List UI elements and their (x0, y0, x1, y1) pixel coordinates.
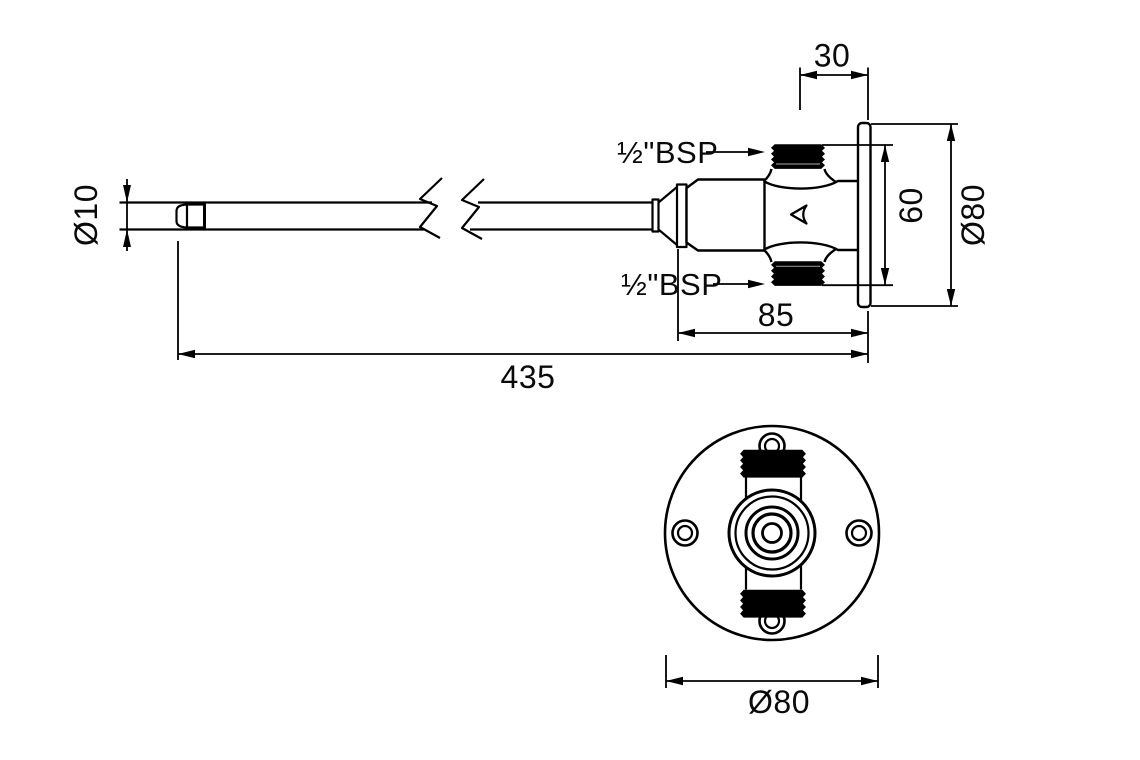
side-view: Ø10 30 60 Ø80 85 435 ½"BSP ½"BSP (68, 38, 991, 396)
valve-body (762, 168, 858, 263)
operating-rod (119, 177, 653, 240)
port-span-label: 60 (893, 187, 929, 224)
plan-bottom-threaded-port (740, 589, 806, 618)
bottom-thread-label: ½"BSP (621, 267, 722, 302)
plan-view: Ø80 (663, 424, 881, 720)
valve-body-assembly (651, 121, 872, 309)
rod-diameter-label: Ø10 (68, 184, 104, 246)
side-view-dimensions (123, 67, 958, 363)
bonnet (685, 178, 766, 252)
top-threaded-port (770, 144, 826, 169)
flange-diameter-side-label: Ø80 (955, 184, 991, 246)
top-thread-label: ½"BSP (617, 135, 718, 170)
spindle-concentric-rings (727, 488, 817, 578)
break-symbol (418, 177, 443, 239)
rod-end-cap (175, 202, 206, 230)
fixing-hole-right (845, 519, 873, 547)
plan-view-dimensions (665, 655, 879, 688)
break-symbol (460, 178, 485, 240)
bottom-threaded-port (770, 261, 826, 286)
side-view-labels: Ø10 30 60 Ø80 85 435 ½"BSP ½"BSP (68, 38, 991, 396)
leader-arrow-icon (748, 147, 765, 157)
wall-flange (856, 121, 872, 309)
leader-arrow-icon (748, 279, 765, 289)
plan-top-threaded-port (740, 449, 806, 478)
overall-length-label: 435 (501, 359, 556, 395)
brand-logo-triangle (789, 204, 808, 225)
wall-offset-label: 30 (814, 38, 851, 74)
spindle-cone (657, 186, 678, 246)
body-depth-label: 85 (758, 297, 795, 333)
fixing-hole-left (671, 519, 699, 547)
gland-nut (675, 183, 688, 249)
rod-collar (651, 198, 660, 233)
flange-diameter-plan-label: Ø80 (748, 684, 810, 720)
